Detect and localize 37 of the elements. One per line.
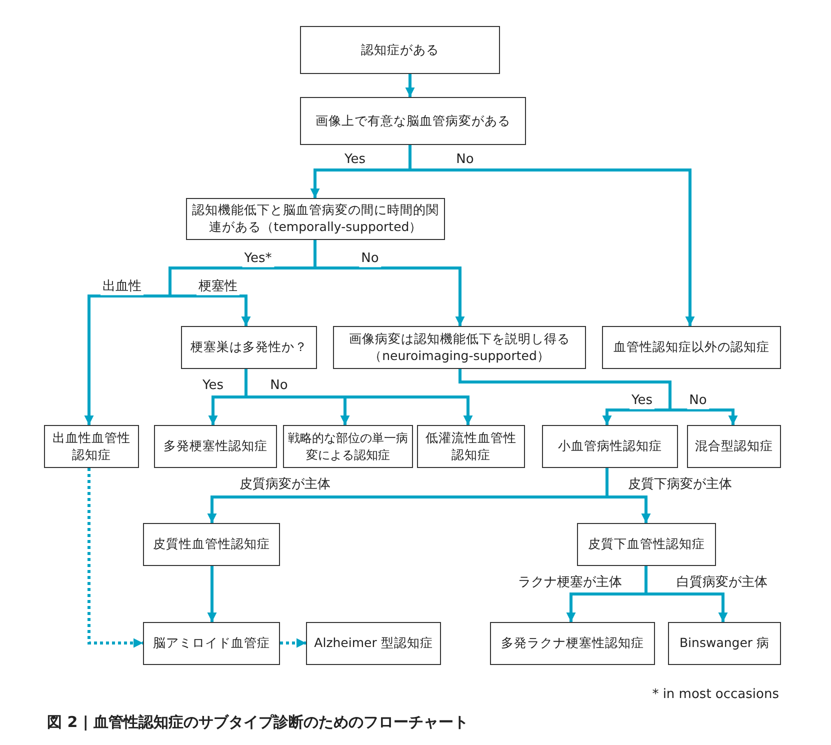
arrow (88, 468, 143, 648)
process-box: Binswanger 病 (668, 622, 781, 665)
process-box: 認知機能低下と脳血管病変の間に時間的関連がある（temporally-supported） (186, 198, 445, 240)
edge-label: 白質病変が主体 (674, 575, 770, 591)
edge-label: 皮質病変が主体 (238, 477, 332, 493)
edge-label: 皮質下病変が主体 (626, 477, 734, 493)
process-box: 皮質下血管性認知症 (577, 523, 716, 566)
edge-label: No (687, 393, 709, 409)
process-box: 混合型認知症 (687, 425, 781, 468)
arrow (458, 369, 738, 425)
process-box: 画像上で有意な脳血管病変がある (300, 97, 526, 145)
process-box: 血管性認知症以外の認知症 (602, 326, 781, 369)
arrow (606, 468, 651, 523)
process-box: 多発梗塞性認知症 (154, 425, 277, 468)
arrow (408, 145, 695, 326)
process-box: 皮質性血管性認知症 (143, 523, 280, 566)
arrow (207, 566, 217, 622)
arrow (405, 74, 415, 97)
process-box: 多発ラクナ梗塞性認知症 (490, 622, 655, 665)
process-box: Alzheimer 型認知症 (306, 622, 441, 665)
process-box: 出血性血管性認知症 (44, 425, 139, 468)
process-box: 低灌流性血管性認知症 (417, 425, 525, 468)
process-box: 画像病変は認知機能低下を説明し得る（neuroimaging-supported） (333, 326, 586, 369)
figure-caption: 図 2 | 血管性認知症のサブタイプ診断のためのフローチャート (47, 713, 469, 732)
process-box: 梗塞巣は多発性か？ (181, 326, 317, 369)
edge-label: 梗塞性 (196, 279, 240, 295)
edge-label: ラクナ梗塞が主体 (516, 575, 624, 591)
process-box: 小血管病性認知症 (542, 425, 678, 468)
branch-label: Yes* (242, 251, 274, 267)
edge-label: 出血性 (100, 279, 144, 295)
process-box: 認知症がある (300, 26, 500, 74)
arrow (280, 638, 306, 648)
process-box: 脳アミロイド血管症 (143, 622, 280, 665)
process-box: 戦略的な部位の単一病変による認知症 (283, 425, 413, 468)
edge-label: No (359, 251, 381, 267)
edge-label: Yes (630, 393, 654, 409)
arrow (644, 566, 728, 622)
